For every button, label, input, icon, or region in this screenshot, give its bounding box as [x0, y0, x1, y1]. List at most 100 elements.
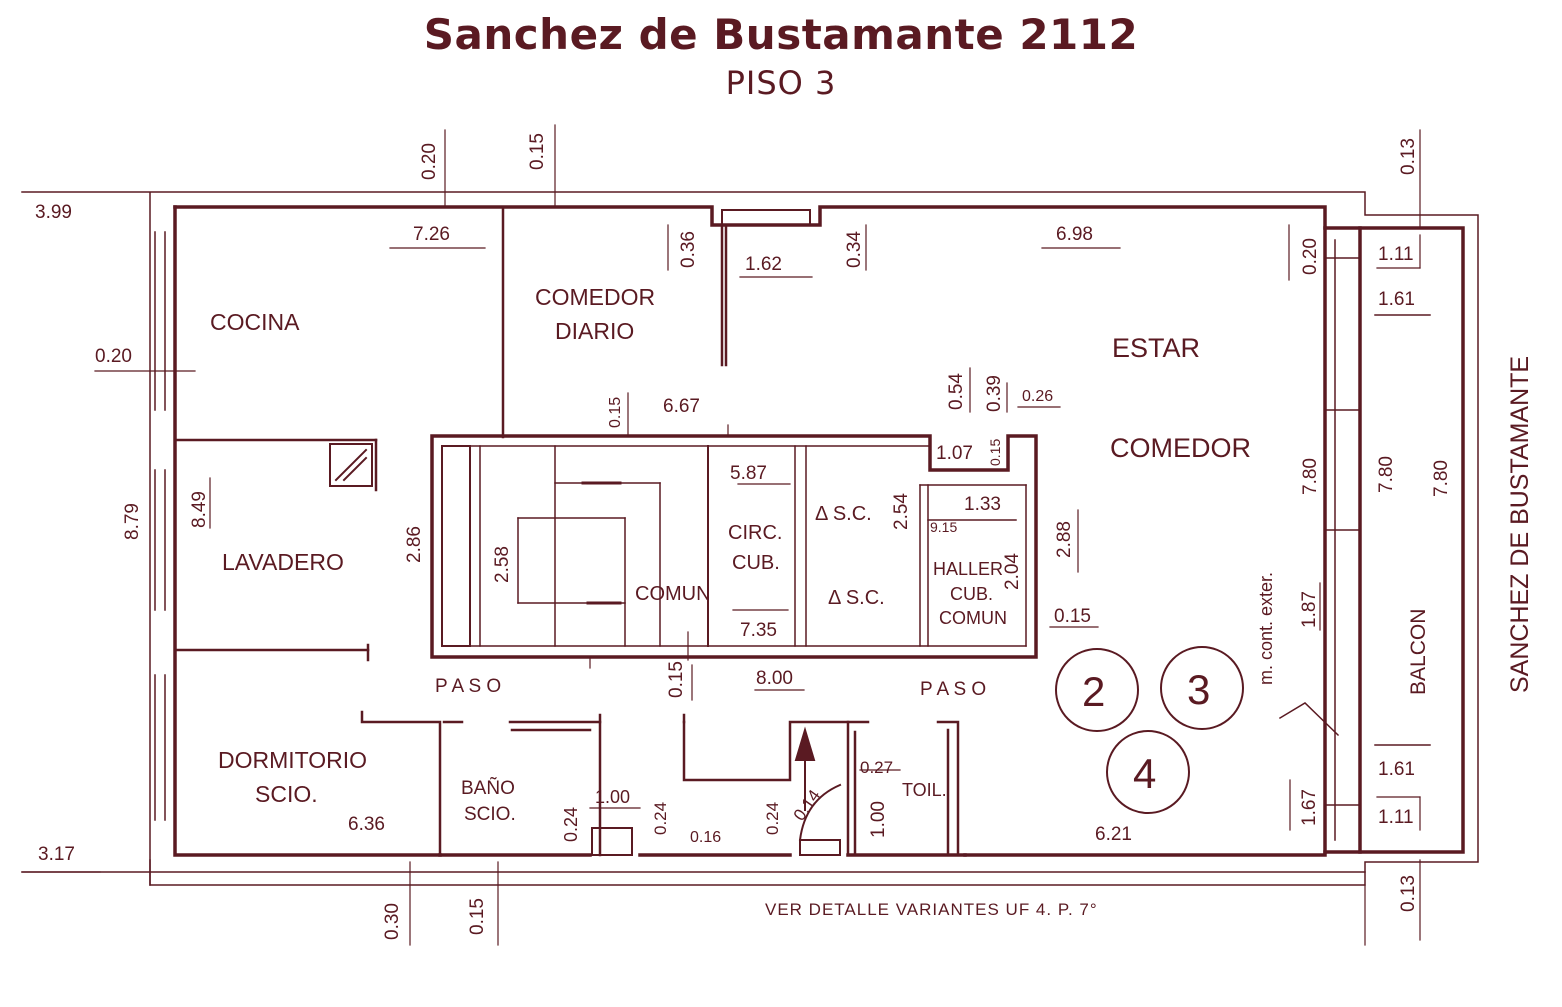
dim-1-33: 1.33: [964, 494, 1001, 515]
dim-0-15-small: 0.15: [987, 439, 1003, 466]
dim-0-15-bottom-mid: 0.15: [666, 661, 687, 698]
dim-6-36: 6.36: [348, 814, 385, 835]
dim-1-62: 1.62: [745, 254, 782, 275]
label-bano-2: SCIO.: [464, 804, 516, 825]
unit-circle-3: [1160, 646, 1244, 730]
dim-3-99: 3.99: [35, 202, 72, 223]
dim-0-14: 0.14: [790, 786, 825, 824]
label-paso-1: P A S O: [435, 676, 501, 697]
dim-7-26: 7.26: [413, 224, 450, 245]
label-lavadero: LAVADERO: [222, 549, 344, 575]
dim-0-39: 0.39: [984, 375, 1005, 412]
dim-0-30: 0.30: [382, 903, 403, 940]
dim-1-67: 1.67: [1299, 789, 1320, 826]
left-windows: [154, 231, 166, 821]
dim-0-24-b: 0.24: [651, 802, 670, 835]
dim-7-35: 7.35: [740, 620, 777, 641]
label-circ-1: CIRC.: [728, 522, 782, 544]
top-vent: [721, 209, 811, 226]
label-dormitorio-2: SCIO.: [255, 781, 318, 807]
page-title: Sanchez de Bustamante 2112: [423, 10, 1139, 59]
dim-0-16: 0.16: [690, 829, 721, 846]
unit-number-4: 4: [1133, 750, 1156, 797]
dim-2-88: 2.88: [1054, 521, 1075, 558]
central-core: [430, 434, 1038, 659]
dim-9-15: 9.15: [930, 519, 957, 535]
label-comun: COMUN: [635, 583, 711, 605]
stair-arrow: [794, 726, 816, 811]
label-comedor-diario-2: DIARIO: [555, 318, 634, 344]
dim-0-15-mid: 0.15: [607, 397, 624, 428]
dim-1-11-bottom: 1.11: [1378, 807, 1414, 828]
dim-6-98: 6.98: [1056, 224, 1093, 245]
dim-2-54: 2.54: [891, 493, 912, 530]
dim-7-80-a: 7.80: [1300, 458, 1321, 495]
lavadero-shaft: [329, 443, 373, 487]
dimension-lines: [21, 124, 1421, 946]
detail-note: VER DETALLE VARIANTES UF 4. P. 7°: [765, 900, 1098, 919]
label-balcon: BALCON: [1407, 609, 1430, 695]
dim-8-00: 8.00: [756, 668, 793, 689]
dim-0-36: 0.36: [678, 231, 699, 268]
label-street: SANCHEZ DE BUSTAMANTE: [1506, 356, 1534, 693]
label-cont-exter: m. cont. exter.: [1256, 572, 1276, 685]
dim-6-67: 6.67: [663, 396, 700, 417]
dim-7-80-b: 7.80: [1376, 456, 1397, 493]
dim-0-13-top: 0.13: [1398, 138, 1419, 175]
dim-0-15-bottom: 0.15: [467, 898, 488, 935]
dim-1-61-top: 1.61: [1378, 289, 1415, 310]
label-sc-2: Δ S.C.: [828, 587, 885, 609]
dim-8-79: 8.79: [122, 503, 143, 540]
label-bano-1: BAÑO: [461, 777, 515, 799]
label-hall-1: HALLER: [933, 559, 1003, 579]
dim-2-04: 2.04: [1002, 553, 1023, 590]
label-comedor-diario-1: COMEDOR: [535, 284, 655, 310]
dim-0-26: 0.26: [1022, 388, 1053, 405]
label-comedor: COMEDOR: [1110, 433, 1251, 463]
dim-1-00-b: 1.00: [868, 801, 889, 838]
outer-envelope: [21, 191, 1479, 886]
unit-number-2: 2: [1082, 668, 1105, 715]
dim-5-87: 5.87: [730, 463, 767, 484]
label-paso-2: P A S O: [920, 679, 986, 700]
dim-2-86: 2.86: [404, 526, 425, 563]
label-hall-2: CUB.: [950, 584, 993, 604]
dim-0-15-right: 0.15: [1054, 606, 1091, 627]
label-sc-1: Δ S.C.: [815, 503, 872, 525]
bottom-shafts: [591, 783, 842, 856]
dim-3-17: 3.17: [38, 844, 75, 865]
dim-0-24-a: 0.24: [561, 807, 581, 842]
dim-0-27: 0.27: [860, 758, 893, 777]
dim-0-13-bottom: 0.13: [1398, 875, 1419, 912]
lower-walls: [360, 710, 960, 857]
dim-2-58: 2.58: [492, 546, 513, 583]
dim-1-61-bottom: 1.61: [1378, 759, 1415, 780]
label-cocina: COCINA: [210, 309, 300, 335]
dim-1-11-top: 1.11: [1378, 244, 1414, 265]
unit-number-3: 3: [1187, 666, 1210, 713]
dim-0-15-top: 0.15: [527, 133, 548, 170]
dim-0-20-left: 0.20: [95, 346, 132, 367]
dim-0-34: 0.34: [844, 231, 865, 268]
exterior-wall: [173, 205, 1465, 857]
dim-1-07: 1.07: [936, 443, 973, 464]
label-estar: ESTAR: [1112, 333, 1200, 363]
label-toil: TOIL.: [902, 780, 947, 800]
label-hall-3: COMUN: [939, 608, 1007, 628]
dimension-labels: 3.99 0.20 0.15 0.13 7.26 0.36 1.62 0.34 …: [35, 133, 1452, 940]
dim-6-21: 6.21: [1095, 824, 1132, 845]
dim-0-24-c: 0.24: [763, 802, 782, 835]
interior-walls: [173, 205, 728, 662]
balcony-rails: [1324, 239, 1431, 841]
label-dormitorio-1: DORMITORIO: [218, 747, 367, 773]
dim-7-80-c: 7.80: [1431, 460, 1452, 497]
unit-circle-2: [1055, 648, 1139, 732]
dim-0-20-right: 0.20: [1300, 238, 1321, 275]
zigzag-line: [1278, 702, 1340, 737]
dim-1-87: 1.87: [1299, 591, 1320, 628]
page-subtitle: PISO 3: [725, 64, 837, 102]
dim-1-00-a: 1.00: [595, 787, 630, 807]
unit-circle-4: [1106, 730, 1190, 814]
unit-numbers: 2 3 4: [1082, 666, 1210, 797]
